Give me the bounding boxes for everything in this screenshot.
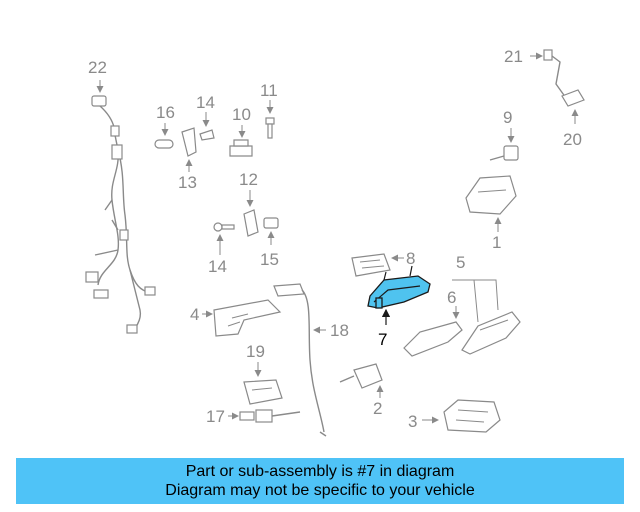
callout-2: 2 bbox=[373, 399, 382, 418]
callout-18: 18 bbox=[330, 321, 349, 340]
callout-19: 19 bbox=[246, 342, 265, 361]
part-1-lamp-housing bbox=[465, 175, 517, 215]
callout-10: 10 bbox=[232, 105, 251, 124]
part-7-highlighted bbox=[367, 265, 431, 309]
callout-17: 17 bbox=[206, 407, 225, 426]
callout-7: 7 bbox=[378, 330, 387, 349]
part-21-arm bbox=[543, 49, 567, 99]
callout-22: 22 bbox=[88, 58, 107, 77]
part-15-cap bbox=[263, 217, 279, 229]
part-6-handle bbox=[403, 321, 463, 357]
part-18-cable bbox=[273, 283, 327, 437]
callout-6: 6 bbox=[447, 288, 456, 307]
callout-4: 4 bbox=[190, 305, 199, 324]
callout-11: 11 bbox=[260, 81, 278, 100]
part-14-clip bbox=[199, 129, 215, 141]
callout-1: 1 bbox=[492, 233, 501, 252]
part-10-striker bbox=[229, 139, 253, 157]
part-17-connector bbox=[239, 409, 301, 423]
callout-12: 12 bbox=[239, 170, 258, 189]
part-2-lock-rod bbox=[339, 363, 383, 389]
banner-line-2: Diagram may not be specific to your vehi… bbox=[165, 482, 475, 499]
callout-3: 3 bbox=[408, 412, 417, 431]
callout-8: 8 bbox=[406, 249, 415, 268]
part-4-housing bbox=[213, 299, 282, 337]
part-22-wiring-harness bbox=[85, 95, 156, 334]
part-12-bracket bbox=[243, 209, 259, 237]
part-19-actuator bbox=[243, 379, 283, 405]
callout-21: 21 bbox=[504, 47, 523, 66]
callout-13: 13 bbox=[178, 173, 197, 192]
part-11-bolt bbox=[265, 117, 275, 139]
part-13-bracket bbox=[181, 127, 197, 157]
callout-16: 16 bbox=[156, 103, 175, 122]
part-3-latch bbox=[443, 399, 501, 433]
part-20-bracket bbox=[561, 89, 585, 107]
part-14-screw bbox=[213, 222, 235, 232]
part-8-trim bbox=[351, 253, 391, 277]
callout-14-upper: 14 bbox=[196, 93, 215, 112]
part-16 bbox=[154, 139, 174, 149]
callout-5: 5 bbox=[456, 253, 465, 272]
callout-9: 9 bbox=[503, 108, 512, 127]
part-9-switch bbox=[489, 145, 519, 161]
callout-15: 15 bbox=[260, 250, 279, 269]
parts-diagram: 22 16 13 14 10 11 12 14 1 bbox=[85, 47, 585, 437]
callout-20: 20 bbox=[563, 130, 582, 149]
part-5-handle-assembly bbox=[461, 311, 521, 355]
callout-14-lower: 14 bbox=[208, 257, 227, 276]
banner-line-1: Part or sub-assembly is #7 in diagram bbox=[185, 463, 455, 480]
info-banner: Part or sub-assembly is #7 in diagram Di… bbox=[16, 458, 624, 504]
